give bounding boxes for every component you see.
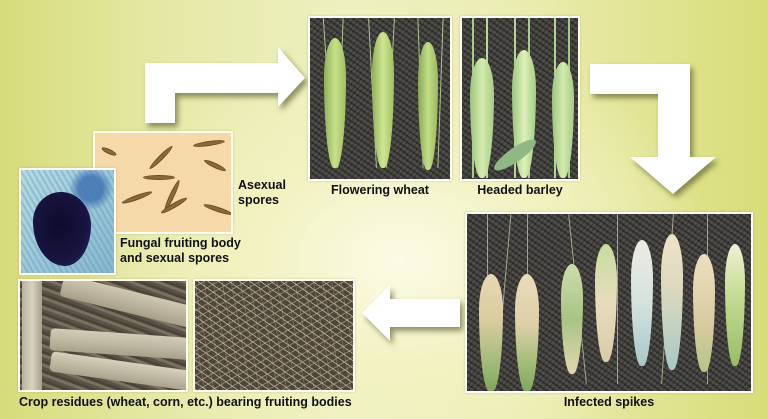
arrow-down-icon: [590, 64, 716, 194]
asexual-spores-caption: Asexual spores: [238, 178, 286, 208]
fungal-caption-line1: Fungal fruiting body: [120, 236, 241, 250]
fungal-caption-line2: and sexual spores: [120, 251, 230, 265]
crop-residues-photo-2: [193, 279, 355, 392]
headed-barley-photo: [460, 16, 580, 181]
crop-residues-photo-1: [18, 279, 188, 392]
infected-spikes-photo: [465, 212, 753, 393]
flowering-wheat-caption: Flowering wheat: [331, 183, 429, 197]
crop-residues-caption: Crop residues (wheat, corn, etc.) bearin…: [19, 395, 352, 409]
arrow-right-icon: [145, 47, 305, 123]
fungal-fruiting-body-caption: Fungal fruiting body and sexual spores: [120, 236, 241, 266]
infected-spikes-caption: Infected spikes: [563, 395, 655, 409]
arrow-left-icon: [362, 285, 460, 341]
fungal-fruiting-body-photo: [19, 168, 116, 275]
asexual-spores-caption-line2: spores: [238, 193, 279, 207]
asexual-spores-photo: [93, 131, 233, 234]
asexual-spores-caption-line1: Asexual: [238, 178, 286, 192]
flowering-wheat-photo: [308, 16, 452, 181]
headed-barley-caption: Headed barley: [477, 183, 563, 197]
